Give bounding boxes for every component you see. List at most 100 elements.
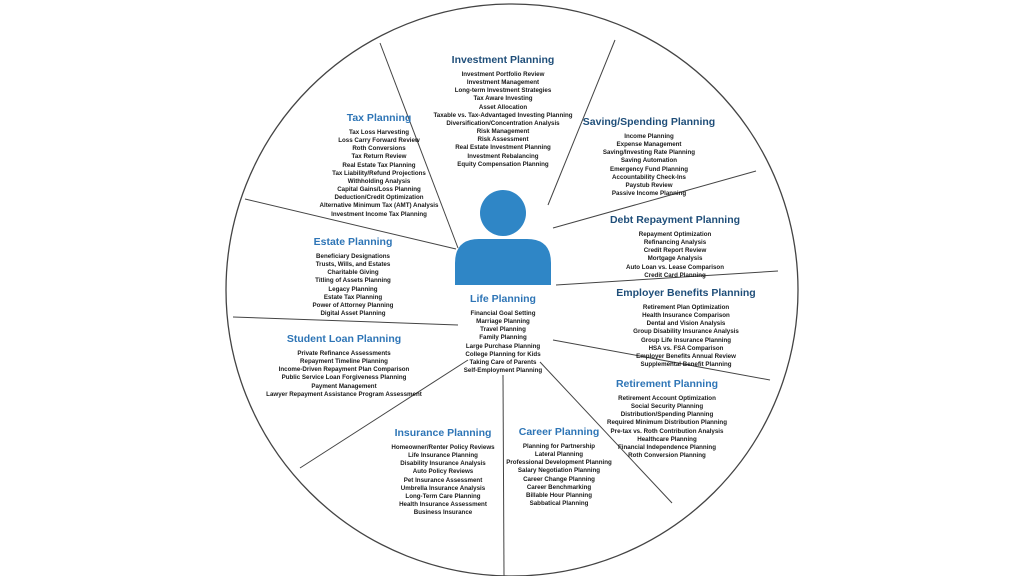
list-item: Investment Management [466,79,540,87]
list-item: Repayment Optimization [638,231,712,238]
section-items: Financial Goal Setting Marriage Planning… [464,310,542,375]
list-item: Professional Development Planning [506,459,612,467]
list-item: Health Insurance Assessment [399,501,487,509]
saving-spending-planning-section: Saving/Spending Planning Income Planning… [583,116,715,198]
list-item: Expense Management [616,141,682,149]
list-item: Charitable Giving [327,269,379,277]
section-items: Planning for Partnership Lateral Plannin… [506,443,612,508]
divider-line [232,316,459,326]
list-item: Accountability Check-Ins [612,173,686,181]
section-title: Tax Planning [346,112,412,124]
list-item: Umbrella Insurance Analysis [400,484,486,492]
section-title: Estate Planning [313,236,393,248]
section-items: Repayment Optimization Refinancing Analy… [610,231,740,280]
list-item: Tax Return Review [351,153,407,161]
list-item: Auto Policy Reviews [412,468,474,476]
list-item: Tax Liability/Refund Projections [332,169,426,177]
tax-planning-section: Tax Planning Tax Loss Harvesting Loss Ca… [320,112,439,219]
section-items: Income Planning Expense Management Savin… [583,133,715,198]
list-item: Repayment Timeline Planning [300,358,388,366]
section-title: Student Loan Planning [286,333,402,345]
career-planning-section: Career Planning Planning for Partnership… [506,426,612,508]
list-item: Payment Management [311,382,377,390]
list-item: Financial Independence Planning [618,443,716,451]
list-item: Healthcare Planning [637,435,697,443]
section-title: Retirement Planning [615,378,719,390]
list-item: Investment Rebalancing [467,152,539,160]
list-item: Income-Driven Repayment Plan Comparison [278,366,410,374]
list-item: Credit Card Planning [644,271,706,279]
list-item: Taking Care of Parents [469,358,537,366]
list-item: Large Purchase Planning [465,342,541,350]
list-item: Distribution/Spending Planning [620,411,714,419]
list-item: Group Life Insurance Planning [640,336,732,344]
employer-benefits-planning-section: Employer Benefits Planning Retirement Pl… [616,287,755,369]
list-item: College Planning for Kids [465,350,541,358]
list-item: Roth Conversions [352,145,406,153]
list-item: Real Estate Investment Planning [455,144,551,152]
list-item: Credit Report Review [643,247,707,255]
list-item: Mortgage Analysis [647,255,703,263]
list-item: Social Security Planning [630,403,704,411]
list-item: Trusts, Wills, and Estates [315,261,391,269]
list-item: Required Minimum Distribution Planning [607,419,727,427]
list-item: Career Benchmarking [526,483,592,491]
list-item: Pet Insurance Assessment [403,476,483,484]
list-item: Marriage Planning [476,318,530,326]
insurance-planning-section: Insurance Planning Homeowner/Renter Poli… [391,427,494,517]
list-item: Asset Allocation [478,103,528,111]
divider-line [379,42,459,249]
list-item: Diversification/Concentration Analysis [446,119,560,127]
divider-lines [232,39,779,576]
divider-line [547,39,616,206]
life-planning-section: Life Planning Financial Goal Setting Mar… [464,293,542,375]
list-item: Sabbatical Planning [529,500,589,508]
list-item: Long-Term Care Planning [405,492,481,500]
person-head [480,190,526,236]
section-items: Homeowner/Renter Policy Reviews Life Ins… [391,444,494,517]
person-icon [455,190,551,285]
list-item: HSA vs. FSA Comparison [648,344,724,352]
list-item: Lawyer Repayment Assistance Program Asse… [266,390,422,398]
list-item: Planning for Partnership [522,443,596,450]
student-loan-planning-section: Student Loan Planning Private Refinance … [266,333,422,399]
list-item: Private Refinance Assessments [297,350,391,357]
section-title: Investment Planning [451,54,555,66]
list-item: Disability Insurance Analysis [400,460,486,468]
list-item: Risk Management [476,128,530,136]
section-title: Debt Repayment Planning [609,214,741,226]
list-item: Refinancing Analysis [643,239,707,247]
divider-line [539,361,673,504]
list-item: Saving Automation [620,157,678,165]
list-item: Business Insurance [413,509,473,517]
divider-line [555,270,779,286]
list-item: Digital Asset Planning [320,310,386,318]
list-item: Alternative Minimum Tax (AMT) Analysis [319,202,439,210]
list-item: Power of Attorney Planning [312,301,394,309]
list-item: Group Disability Insurance Analysis [633,328,739,336]
list-item: Retirement Account Optimization [618,395,716,402]
section-items: Private Refinance Assessments Repayment … [266,350,422,399]
list-item: Tax Loss Harvesting [348,129,410,136]
divider-line [299,359,469,469]
section-title: Saving/Spending Planning [582,116,716,128]
list-item: Taxable vs. Tax-Advantaged Investing Pla… [433,111,573,119]
list-item: Saving/Investing Rate Planning [602,149,696,157]
section-title: Career Planning [518,426,600,438]
divider-line [552,170,757,229]
debt-repayment-planning-section: Debt Repayment Planning Repayment Optimi… [610,214,740,280]
section-title: Employer Benefits Planning [616,287,756,299]
list-item: Travel Planning [480,326,526,334]
outer-circle [225,3,799,576]
list-item: Deduction/Credit Optimization [334,194,424,202]
section-items: Beneficiary Designations Trusts, Wills, … [313,253,394,318]
divider-line [552,339,771,381]
list-item: Roth Conversion Planning [628,452,706,460]
divider-line [244,198,457,250]
list-item: Supplemental Benefit Planning [640,361,732,369]
list-item: Equity Compensation Planning [457,160,549,168]
list-item: Lateral Planning [534,451,584,459]
list-item: Investment Income Tax Planning [331,210,427,218]
list-item: Risk Assessment [477,136,529,144]
